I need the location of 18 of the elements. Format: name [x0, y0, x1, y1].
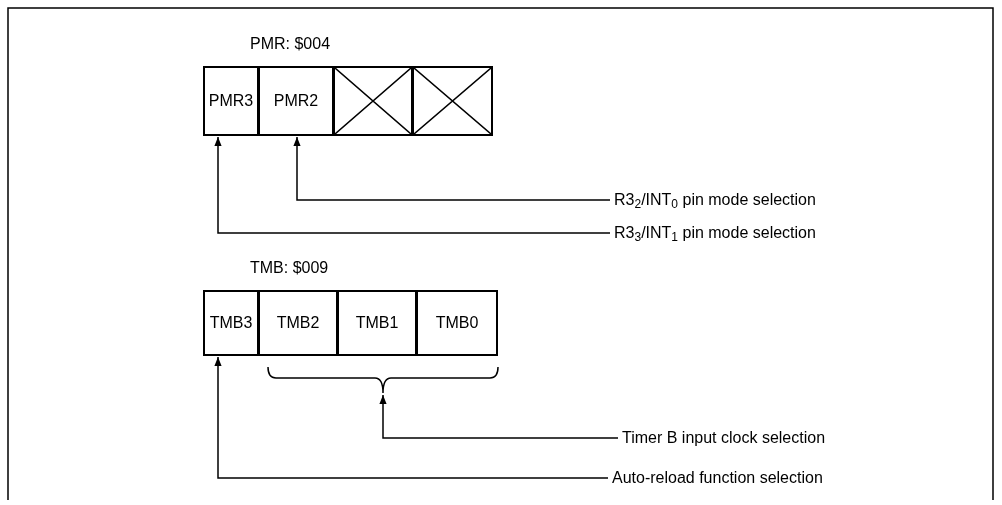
leader-arrow [214, 136, 611, 234]
register-address-label: TMB: $009 [250, 258, 329, 278]
leader-arrow [214, 356, 609, 479]
unused-bit-cell [333, 66, 413, 136]
register-bit-cell: TMB1 [337, 290, 417, 356]
register-bit-cell: PMR3 [203, 66, 259, 136]
leader-arrow [379, 394, 619, 439]
leader-arrow [293, 136, 611, 201]
curly-brace [267, 366, 499, 394]
description-text: R3$_{3}$/INT$_{1}$ pin mode selection [612, 223, 818, 243]
unused-bit-cell [412, 66, 493, 136]
register-bit-cell: TMB2 [258, 290, 338, 356]
description-text: Timer B input clock selection [620, 428, 828, 448]
register-bit-cell: TMB3 [203, 290, 259, 356]
register-bit-cell: TMB0 [416, 290, 498, 356]
description-text: R3$_{2}$/INT$_{0}$ pin mode selection [612, 190, 818, 210]
register-address-label: PMR: $004 [250, 34, 331, 54]
register-bit-cell: PMR2 [258, 66, 334, 136]
